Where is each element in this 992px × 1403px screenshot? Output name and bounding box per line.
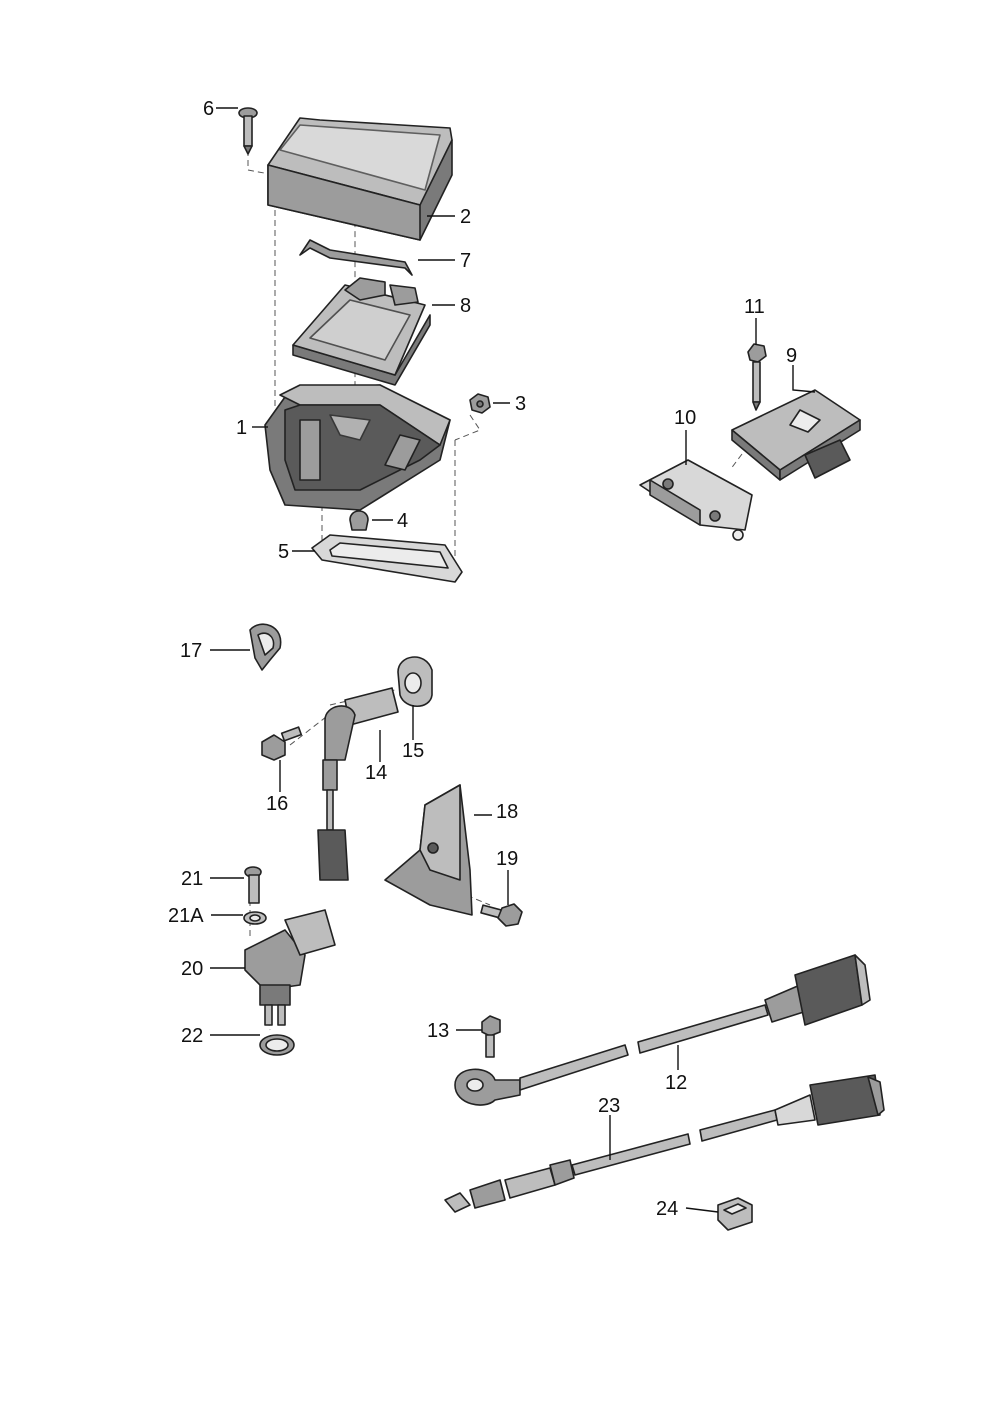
gasket-part-5 — [311, 534, 463, 583]
buffer-part-4 — [349, 510, 369, 531]
screw-part-21 — [244, 866, 262, 904]
clip-part-24 — [717, 1197, 753, 1231]
callout-1: 1 — [236, 417, 247, 439]
callout-16: 16 — [266, 793, 288, 815]
callout-2: 2 — [460, 206, 471, 228]
callout-22: 22 — [181, 1025, 203, 1047]
sensor-part-14 — [317, 687, 399, 881]
cover-part-2 — [267, 117, 453, 241]
screw-part-6 — [238, 107, 258, 155]
callout-24: 24 — [656, 1198, 678, 1220]
callout-labels: 6 2 7 8 3 1 4 5 11 9 10 17 15 14 16 18 1… — [168, 98, 797, 1220]
callout-17: 17 — [180, 640, 202, 662]
callout-9: 9 — [786, 345, 797, 367]
callout-23: 23 — [598, 1095, 620, 1117]
screw-part-11 — [747, 343, 767, 411]
bolt-part-16 — [261, 726, 303, 761]
housing-part-1 — [264, 384, 451, 511]
callout-13: 13 — [427, 1020, 449, 1042]
assembly-lines — [247, 150, 761, 1031]
washer-part-21A — [243, 911, 267, 925]
module-part-9 — [731, 389, 861, 481]
probe-part-23 — [444, 1074, 885, 1213]
bracket-part-7 — [299, 239, 413, 276]
bolt-part-19 — [480, 903, 523, 927]
knock-sensor-part-12 — [454, 954, 871, 1106]
callout-18: 18 — [496, 801, 518, 823]
callout-21: 21 — [181, 868, 203, 890]
callout-14: 14 — [365, 762, 387, 784]
bracket-part-18 — [384, 784, 473, 916]
callout-15: 15 — [402, 740, 424, 762]
control-unit-part-8 — [292, 277, 431, 386]
callout-5: 5 — [278, 541, 289, 563]
gasket-part-15 — [397, 656, 433, 708]
leader-lines — [210, 107, 816, 1213]
callout-19: 19 — [496, 848, 518, 870]
callout-21A: 21A — [168, 905, 204, 927]
callout-8: 8 — [460, 295, 471, 317]
callout-10: 10 — [674, 407, 696, 429]
callout-4: 4 — [397, 510, 408, 532]
bolt-part-13 — [481, 1015, 501, 1058]
callout-3: 3 — [515, 393, 526, 415]
callout-7: 7 — [460, 250, 471, 272]
callout-11: 11 — [744, 296, 765, 318]
o-ring-part-22 — [259, 1034, 295, 1056]
sensor-part-20 — [244, 909, 336, 1026]
callout-12: 12 — [665, 1072, 687, 1094]
clip-part-17 — [249, 623, 282, 671]
bracket-part-10 — [639, 459, 753, 541]
callout-20: 20 — [181, 958, 203, 980]
nut-part-3 — [469, 393, 491, 414]
callout-6: 6 — [203, 98, 214, 120]
